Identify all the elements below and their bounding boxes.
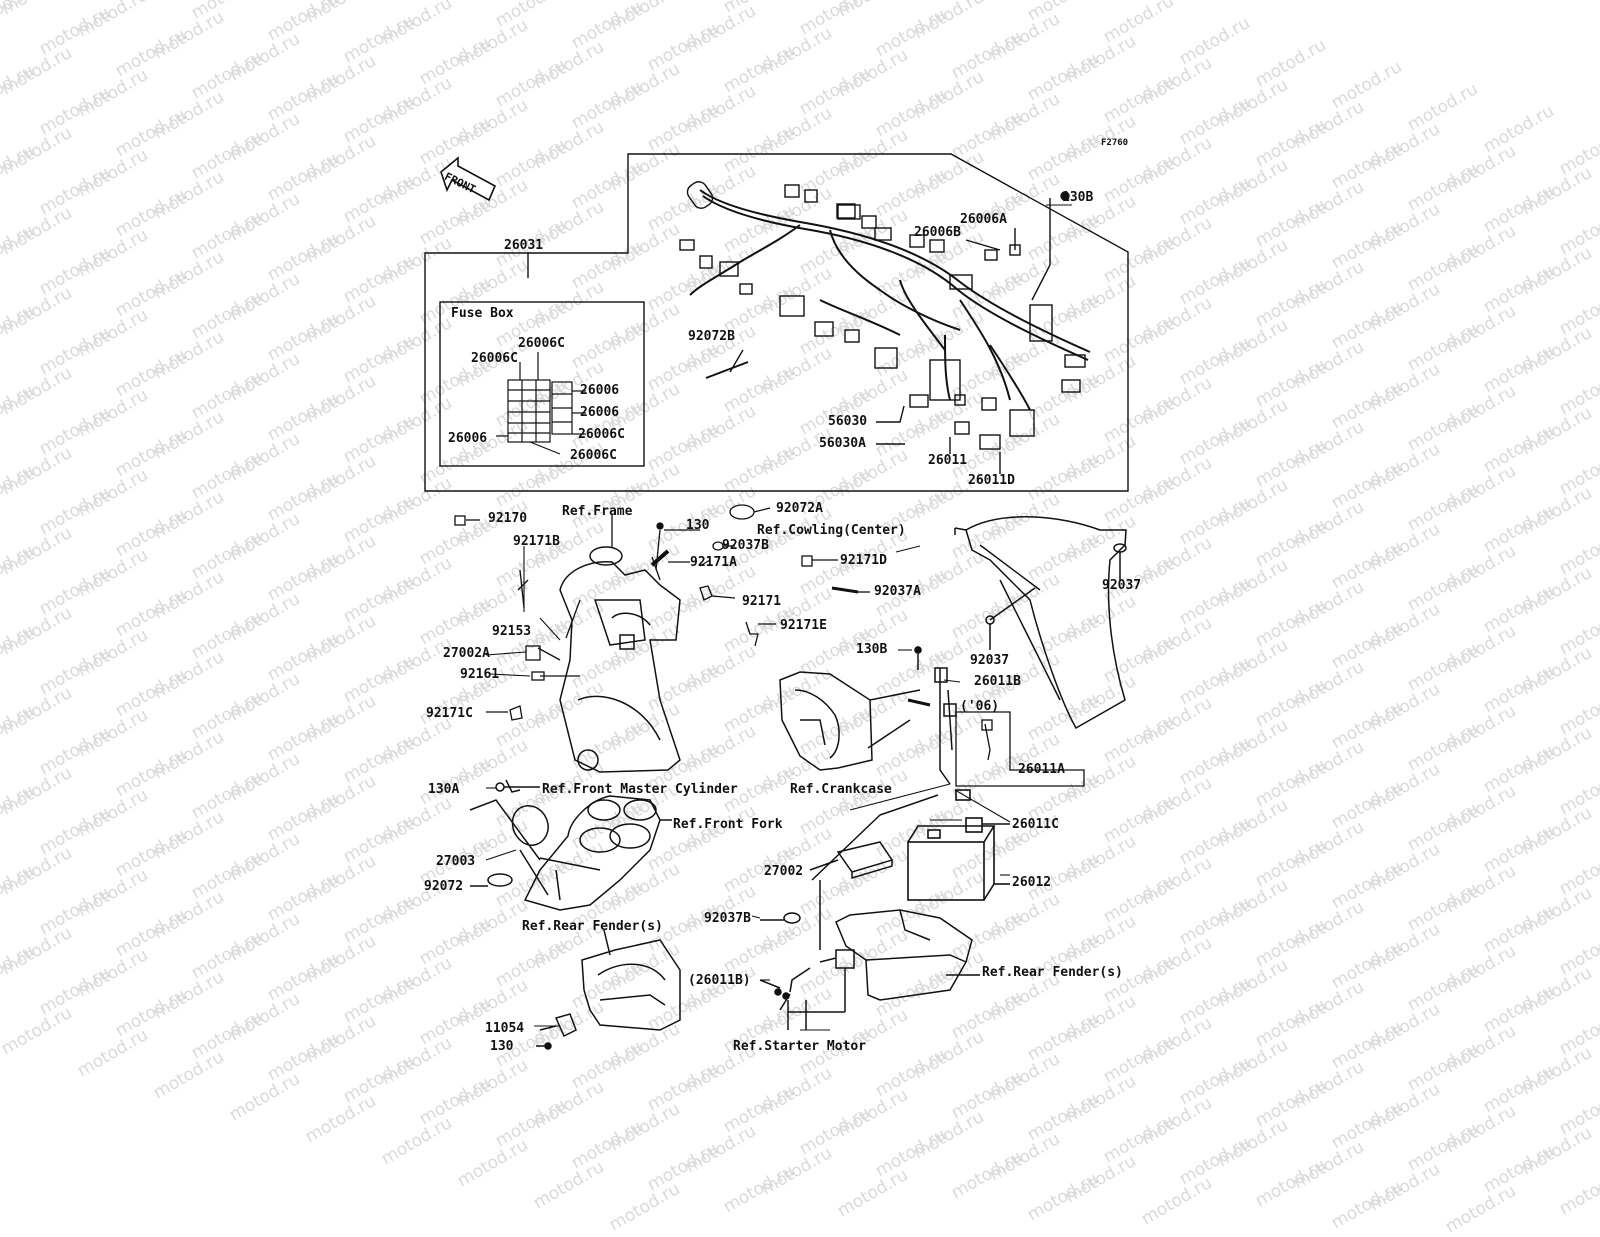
rear-fender-shape xyxy=(536,929,681,1050)
part-26031: 26031 xyxy=(504,238,544,253)
frame-assembly xyxy=(559,546,681,773)
starter-relay xyxy=(759,880,855,1030)
ref-rear-fender-right: Ref.Rear Fender(s) xyxy=(982,965,1123,980)
small-parts-left xyxy=(454,514,700,721)
part-27002A: 27002A xyxy=(443,646,490,661)
ref-rear-fender-left: Ref.Rear Fender(s) xyxy=(522,919,663,934)
battery xyxy=(907,789,1010,901)
part-130A: 130A xyxy=(428,782,460,797)
fuse-box-title: Fuse Box xyxy=(451,306,514,321)
part-56030: 56030 xyxy=(828,414,868,429)
part-92161: 92161 xyxy=(460,667,500,682)
wiring-diagram xyxy=(424,153,1129,1050)
harness-group-outline xyxy=(424,153,1129,492)
part-92170: 92170 xyxy=(488,511,528,526)
part-27003: 27003 xyxy=(436,854,476,869)
part-92037-middle: 92037 xyxy=(970,653,1010,668)
ref-crankcase: Ref.Crankcase xyxy=(790,782,892,797)
part-92171C: 92171C xyxy=(426,706,473,721)
part-26011A: 26011A xyxy=(1018,762,1065,777)
part-92037B-a: 92037B xyxy=(722,538,769,553)
part-92072: 92072 xyxy=(424,879,464,894)
fuse-block xyxy=(496,352,586,455)
part-26011B-paren: (26011B) xyxy=(688,973,751,988)
part-92171A: 92171A xyxy=(690,555,737,570)
part-26011D: 26011D xyxy=(968,473,1015,488)
battery-case xyxy=(835,909,980,1001)
part-11054: 11054 xyxy=(485,1021,525,1036)
fuse-box-frame xyxy=(439,301,645,467)
cowling-shape xyxy=(954,516,1127,730)
part-92171E: 92171E xyxy=(780,618,827,633)
ecu-27002 xyxy=(809,794,939,881)
fuse-26006-r2: 26006 xyxy=(580,405,620,420)
fuse-26006-r1: 26006 xyxy=(580,383,620,398)
part-26006A: 26006A xyxy=(960,212,1007,227)
small-parts-middle xyxy=(699,504,870,647)
part-92171D: 92171D xyxy=(840,553,887,568)
part-92072B: 92072B xyxy=(688,329,735,344)
part-92171B: 92171B xyxy=(513,534,560,549)
part-26011B: 26011B xyxy=(974,674,1021,689)
diagram-code: F2760 xyxy=(1101,138,1129,148)
variant-06: ('06) xyxy=(960,699,1000,714)
harness-connectors xyxy=(679,184,1086,450)
part-26011C: 26011C xyxy=(1012,817,1059,832)
part-27002: 27002 xyxy=(764,864,804,879)
part-92037-right: 92037 xyxy=(1102,578,1142,593)
front-arrow-icon xyxy=(440,156,497,202)
ref-front-master-cylinder: Ref.Front Master Cylinder xyxy=(542,782,738,797)
front-fork-assembly xyxy=(469,779,672,911)
tie-92072B xyxy=(705,361,749,379)
part-92037A: 92037A xyxy=(874,584,921,599)
ref-starter-motor: Ref.Starter Motor xyxy=(733,1039,867,1054)
part-130-a: 130 xyxy=(686,518,710,533)
ref-frame: Ref.Frame xyxy=(562,504,633,519)
part-26006B: 26006B xyxy=(914,225,961,240)
part-92037B-b: 92037B xyxy=(704,911,751,926)
part-92171: 92171 xyxy=(742,594,782,609)
variant-06-frame xyxy=(955,711,1085,787)
part-92153: 92153 xyxy=(492,624,532,639)
part-130B-middle: 130B xyxy=(856,642,888,657)
fuse-26006C-a: 26006C xyxy=(518,336,565,351)
fuse-26006C-r3: 26006C xyxy=(578,427,625,442)
wiring-harness-main xyxy=(689,189,1091,411)
part-26012: 26012 xyxy=(1012,875,1052,890)
fuse-26006C-bottom: 26006C xyxy=(570,448,617,463)
cable-26011B xyxy=(907,646,957,785)
part-56030A: 56030A xyxy=(819,436,866,451)
part-130B-top: 130B xyxy=(1062,190,1094,205)
part-92072A: 92072A xyxy=(776,501,823,516)
leader-lines xyxy=(485,204,1072,1031)
part-130-b: 130 xyxy=(490,1039,514,1054)
fuse-26006C-b: 26006C xyxy=(471,351,518,366)
crankcase-shape xyxy=(779,671,921,771)
fuse-26006-l: 26006 xyxy=(448,431,488,446)
part-26011: 26011 xyxy=(928,453,968,468)
ref-front-fork: Ref.Front Fork xyxy=(673,817,783,832)
ref-cowling-center: Ref.Cowling(Center) xyxy=(757,523,906,538)
